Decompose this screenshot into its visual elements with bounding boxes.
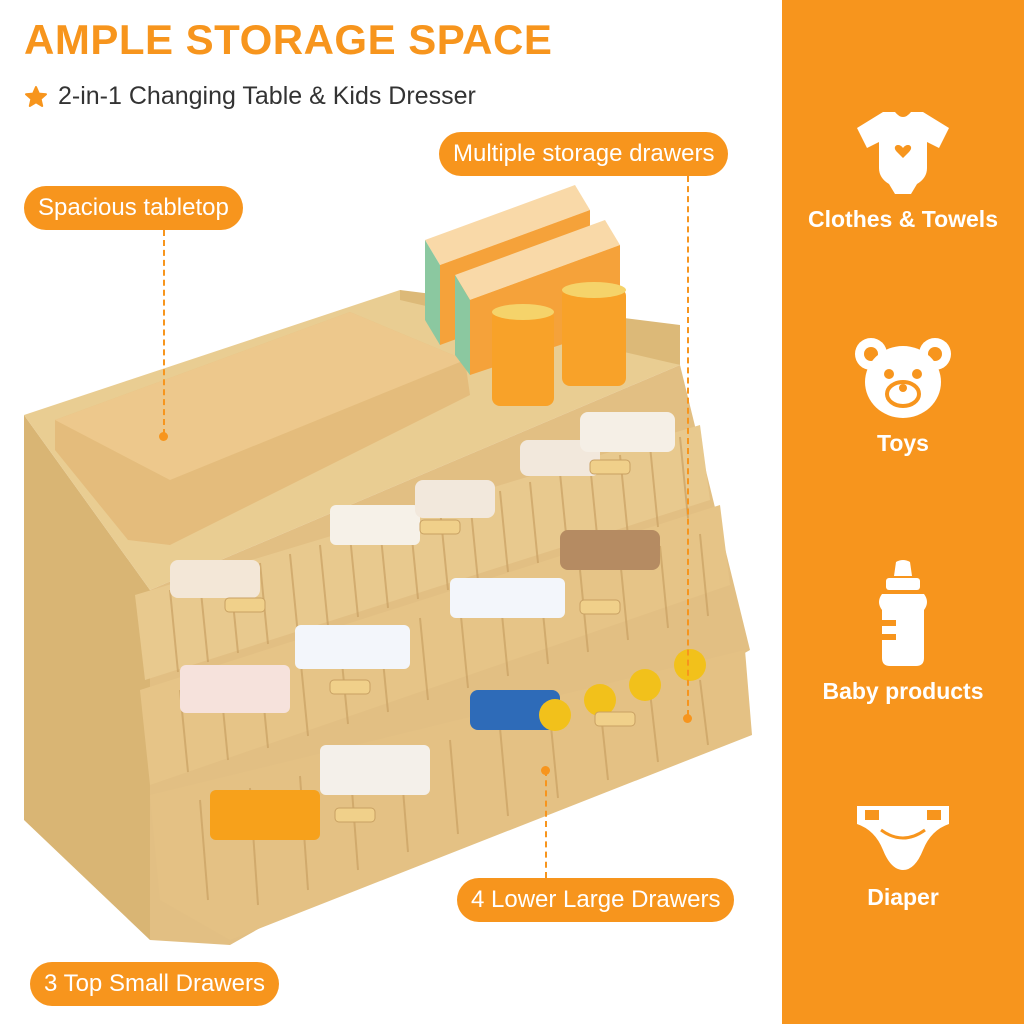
subtitle-row: 2-in-1 Changing Table & Kids Dresser	[24, 82, 476, 111]
product-panel: AMPLE STORAGE SPACE 2-in-1 Changing Tabl…	[24, 16, 752, 1006]
subtitle: 2-in-1 Changing Table & Kids Dresser	[58, 82, 476, 110]
category-diaper: Diaper	[782, 800, 1024, 911]
drawer-middle	[140, 505, 730, 785]
teddy-bear-icon	[855, 338, 951, 418]
callout-dot-lower	[541, 766, 550, 775]
category-label: Diaper	[867, 884, 939, 910]
storage-categories-panel: Clothes & Towels Toys Baby products	[782, 0, 1024, 1024]
category-toys: Toys	[782, 336, 1024, 457]
callout-dot-storage	[683, 714, 692, 723]
category-label: Baby products	[822, 678, 984, 704]
diaper-icon	[857, 806, 949, 870]
baby-bottle-icon	[879, 560, 927, 666]
callout-dot-tabletop	[159, 432, 168, 441]
callout-line-storage	[687, 176, 689, 716]
category-label: Toys	[877, 430, 929, 456]
category-clothes: Clothes & Towels	[782, 108, 1024, 233]
onesie-icon	[857, 112, 949, 194]
dresser-illustration	[24, 185, 752, 945]
drawer-contents	[170, 412, 706, 840]
callout-line-tabletop	[163, 230, 165, 435]
callout-top: 3 Top Small Drawers	[30, 962, 279, 1006]
star-icon	[25, 85, 47, 107]
callout-tabletop: Spacious tabletop	[24, 186, 243, 230]
callout-line-lower	[545, 770, 547, 878]
category-label: Clothes & Towels	[808, 206, 998, 232]
drawer-top	[135, 425, 710, 680]
headline: AMPLE STORAGE SPACE	[24, 16, 553, 63]
callout-lower: 4 Lower Large Drawers	[457, 878, 735, 922]
formula-cans	[492, 282, 626, 406]
callout-storage: Multiple storage drawers	[439, 132, 729, 176]
category-baby-products: Baby products	[782, 558, 1024, 705]
